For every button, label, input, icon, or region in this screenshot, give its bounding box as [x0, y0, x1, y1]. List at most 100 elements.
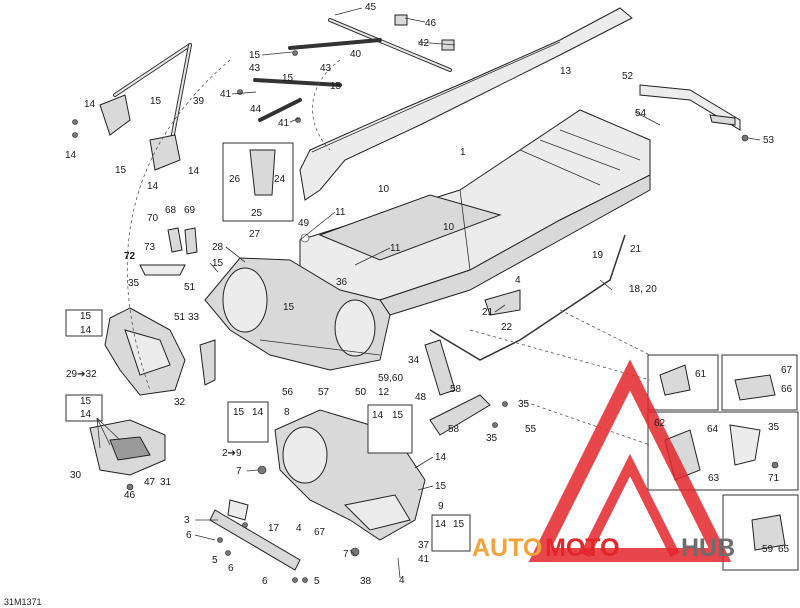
callout: 47 [144, 477, 156, 488]
callout: 12 [378, 387, 390, 398]
callout: 70 [147, 213, 159, 224]
callout: 48 [415, 392, 427, 403]
callout: 43 [320, 63, 332, 74]
callout: 26 [229, 174, 241, 185]
callout: 15 [212, 258, 224, 269]
callout: 14 [435, 519, 447, 530]
callout: 45 [365, 2, 377, 13]
brake-line-part [429, 234, 626, 361]
callout: 35 [768, 422, 780, 433]
callout: 15 [330, 81, 342, 92]
callout: 62 [654, 418, 666, 429]
tunnel-cover-part [299, 7, 633, 201]
callout: 15 [283, 302, 295, 313]
detail-box-14-15-d [367, 404, 413, 454]
callout: 50 [355, 387, 367, 398]
callout: 71 [768, 473, 780, 484]
front-frame-part [204, 257, 391, 371]
callout: 59,60 [378, 373, 403, 384]
callout: 7 [343, 549, 349, 560]
callout: 15 [150, 96, 162, 107]
callout: 29➔32 [66, 369, 97, 380]
callout: 41 [220, 89, 232, 100]
steering-column-part [99, 43, 192, 171]
callout: 14 [147, 181, 159, 192]
callout: 9 [438, 501, 444, 512]
watermark-auto: AUTO [472, 534, 542, 562]
detail-box-61 [647, 354, 719, 411]
detail-box-62 [647, 411, 799, 491]
callout: 5 [314, 576, 320, 587]
callout: 40 [350, 49, 362, 60]
callout: 14 [435, 452, 447, 463]
suspension-arm-part [424, 339, 491, 436]
upper-rod-part [253, 14, 455, 122]
callout: 18, 20 [629, 284, 657, 295]
callout: 14 [65, 150, 77, 161]
callout: 11 [390, 243, 401, 254]
leader-lines [96, 7, 761, 579]
callout: 66 [781, 384, 793, 395]
callout: 68 [165, 205, 177, 216]
callout: 30 [70, 470, 82, 481]
callout: 14 [80, 325, 92, 336]
callout: 51 [184, 282, 196, 293]
callout: 58 [450, 384, 462, 395]
callout: 58 [448, 424, 460, 435]
callout: 13 [560, 66, 572, 77]
callout: 43 [249, 63, 261, 74]
callout: 69 [184, 205, 196, 216]
callout: 54 [635, 108, 647, 119]
callout: 6 [262, 576, 268, 587]
callout: 7 [236, 466, 242, 477]
callout: 39 [193, 96, 205, 107]
rear-plate-part [639, 84, 741, 131]
callout: 4 [399, 575, 405, 586]
callout: 36 [336, 277, 348, 288]
callout: 37 [418, 540, 430, 551]
callout: 15 [80, 396, 92, 407]
callout: 55 [525, 424, 537, 435]
callout: 35 [486, 433, 498, 444]
callout: 17 [268, 523, 280, 534]
callout: 61 [695, 369, 707, 380]
callout: 53 [763, 135, 775, 146]
detail-box-15-14-a [65, 309, 103, 337]
bracket-part [209, 499, 301, 571]
callout: 5 [212, 555, 218, 566]
callout: 14 [252, 407, 264, 418]
footrest-part [484, 289, 521, 316]
watermark-moto: MOTO [545, 534, 620, 562]
callout: 10 [378, 184, 390, 195]
callout: 14 [188, 166, 200, 177]
callout: 56 [282, 387, 294, 398]
callout: 59 [762, 544, 774, 555]
callout: 10 [443, 222, 455, 233]
skid-plate-part [89, 419, 166, 476]
main-tunnel-part [299, 109, 651, 316]
callout: 38 [360, 576, 372, 587]
callout: 8 [284, 407, 290, 418]
callout: 41 [278, 118, 290, 129]
callout: 19 [592, 250, 604, 261]
callout: 14 [372, 410, 384, 421]
figure-code: 31M1371 [4, 597, 42, 607]
callout: 67 [314, 527, 326, 538]
callout: 44 [250, 104, 262, 115]
callout: 6 [228, 563, 234, 574]
detail-box-15-14-b [65, 394, 103, 422]
callout: 49 [298, 218, 310, 229]
callout: 73 [144, 242, 156, 253]
callout: 15 [282, 73, 294, 84]
callout: 11 [335, 207, 346, 218]
fasteners [72, 50, 779, 583]
callout: 15 [392, 410, 404, 421]
callout: 22 [501, 322, 513, 333]
callout: 72 [124, 251, 136, 262]
callout: 51 [174, 312, 186, 323]
callout: 52 [622, 71, 634, 82]
callout: 65 [778, 544, 790, 555]
callout: 27 [249, 229, 261, 240]
callout: 63 [708, 473, 720, 484]
callout: 2➔9 [222, 448, 242, 459]
